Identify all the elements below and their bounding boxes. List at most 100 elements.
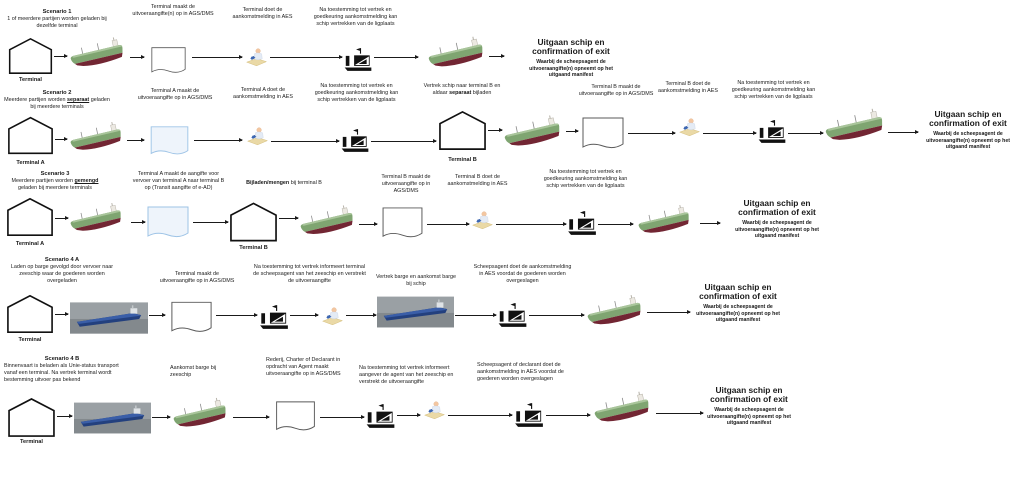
flow-arrow (233, 414, 270, 419)
flow-arrow (788, 130, 824, 135)
terminal-icon (7, 397, 56, 438)
flow-arrow (359, 221, 378, 226)
caption-permission-depart: Na toestemming tot vertrek en goedkeurin… (731, 80, 816, 100)
exit-subtext: Waarbij de scheepsagent de uitvoeraangif… (926, 130, 1010, 151)
exit-block: Uitgaan schip en confirmation of exit Wa… (700, 385, 798, 427)
flow-arrow (488, 127, 503, 132)
caption-emphasis: separaat (449, 89, 472, 96)
scenario-2-title: Scenario 2 (42, 90, 72, 96)
flow-arrow (346, 312, 377, 317)
ship-icon (637, 202, 693, 244)
flow-arrow (529, 312, 585, 317)
exit-subtext: Waarbij de scheepsagent de uitvoeraangif… (735, 219, 819, 240)
flow-arrow (489, 53, 505, 58)
caption-arrival-before-transfer: Scheepsagent doet de aankomstmelding in … (473, 264, 572, 284)
flow-arrow (371, 138, 437, 143)
port-crane-icon (497, 302, 528, 328)
port-crane-icon (365, 403, 396, 429)
flow-arrow (55, 311, 69, 316)
caption-permission-depart: Na toestemming tot vertrek en goedkeurin… (313, 7, 398, 27)
flow-arrow (455, 312, 497, 317)
flow-arrow (54, 53, 68, 58)
flow-arrow (279, 215, 299, 220)
exit-block: Uitgaan schip en confirmation of exit Wa… (912, 109, 1024, 151)
flow-arrow (888, 129, 919, 134)
terminal-icon (7, 37, 54, 75)
flow-arrow (700, 220, 721, 225)
barge-photo (377, 296, 454, 328)
document-icon (578, 116, 628, 152)
flow-arrow (566, 128, 579, 133)
caption-export-declaration: Rederij, Charter of Declarant in opdrach… (266, 357, 341, 377)
terminal-b-label: Terminal B (239, 245, 268, 251)
flow-arrow (127, 137, 145, 142)
exit-block: Uitgaan schip en confirmation of exit Wa… (692, 282, 784, 324)
scenario-3-title: Scenario 3 (40, 171, 70, 177)
person-at-laptop-icon (421, 400, 447, 421)
ship-icon (299, 203, 357, 245)
flow-arrow (152, 414, 171, 419)
caption-move-to-terminal-b: Vertrek schip naar terminal B en aldaar … (416, 83, 508, 97)
flow-arrow (193, 219, 229, 224)
desc-emphasis: gemengd (74, 178, 99, 185)
flow-arrow (55, 136, 68, 141)
port-crane-icon (343, 47, 373, 72)
flow-arrow (647, 309, 691, 314)
exit-subtext: Waarbij de scheepsagent de uitvoeraangif… (529, 58, 613, 79)
caption-barge-arrival: Aankomst barge bij zeeschip (170, 365, 217, 378)
caption-inform-agent: Na toestemming tot vertrek informeert te… (253, 264, 366, 284)
caption-export-declaration: Terminal maakt de uitvoeraangifte op in … (159, 271, 235, 284)
barge-photo (70, 302, 148, 334)
document-icon (145, 46, 192, 76)
caption-permission-depart: Na toestemming tot vertrek en goedkeurin… (314, 83, 399, 103)
desc-part: geladen bij meerdere terminals (30, 97, 110, 111)
document-icon (143, 205, 193, 241)
caption-export-declaration-b: Terminal B maakt de uitvoeraangifte op i… (578, 84, 654, 97)
scenario-4a-header: Scenario 4 A Laden op barge gevolgd door… (4, 257, 120, 285)
terminal-label: Terminal (19, 77, 42, 83)
exit-title-line1: Uitgaan schip en (704, 282, 772, 292)
scenario-4a-title: Scenario 4 A (44, 257, 80, 263)
caption-inform-agent: Na toestemming tot vertrek informeert aa… (359, 365, 454, 385)
flow-arrow (149, 312, 166, 317)
person-at-laptop-icon (244, 126, 270, 147)
terminal-icon (6, 292, 54, 336)
scenario-4b-desc: Binnenvaart is beladen als Unie-status t… (4, 363, 119, 384)
caption-permission-depart: Na toestemming tot vertrek en goedkeurin… (543, 169, 628, 189)
flow-arrow (546, 412, 591, 417)
person-at-laptop-icon (243, 47, 269, 68)
flow-arrow (496, 221, 567, 226)
scenario-4b-header: Scenario 4 B Binnenvaart is beladen als … (4, 356, 120, 384)
caption-arrival-notification-b: Terminal B doet de aankomstmelding in AE… (447, 174, 508, 187)
terminal-a-label: Terminal A (16, 160, 45, 166)
document-icon (145, 125, 194, 158)
flow-arrow (598, 221, 634, 226)
ship-icon (824, 107, 887, 151)
scenario-4a-desc: Laden op barge gevolgd door vervoer naar… (10, 264, 114, 285)
caption-export-declaration: Terminal maakt de uitvoeraangifte(n) op … (132, 4, 214, 17)
desc-part: geladen bij meerdere terminals (17, 185, 92, 192)
scenario-4b-title: Scenario 4 B (44, 356, 80, 362)
caption-part: bij terminal B (289, 180, 322, 186)
exit-title-line2: confirmation of exit (699, 291, 777, 302)
document-icon (378, 206, 427, 241)
flow-arrow (270, 54, 343, 59)
terminal-b-icon (438, 107, 487, 154)
caption-arrival-before-transfer: Scheepsagent of declarant doet de aankom… (477, 362, 564, 382)
exit-block: Uitgaan schip en confirmation of exit Wa… (506, 37, 636, 79)
caption-emphasis: Bijladen/mengen (246, 180, 290, 186)
person-at-laptop-icon (319, 306, 345, 327)
scenario-2-header: Scenario 2 Meerdere partijen worden sepa… (4, 90, 110, 111)
terminal-b-label: Terminal B (448, 157, 477, 163)
terminal-label: Terminal (20, 439, 43, 445)
ship-icon (69, 201, 125, 241)
flow-arrow (290, 312, 319, 317)
ship-icon (69, 36, 127, 76)
exit-title-line1: Uitgaan schip en (537, 37, 605, 47)
scenario-3-header: Scenario 3 Meerdere partijen worden geme… (4, 171, 106, 192)
flow-arrow (320, 414, 365, 419)
terminal-a-icon (6, 196, 54, 238)
person-at-laptop-icon (676, 117, 702, 138)
exit-subtext: Waarbij de scheepsagent de uitvoeraangif… (696, 303, 780, 324)
